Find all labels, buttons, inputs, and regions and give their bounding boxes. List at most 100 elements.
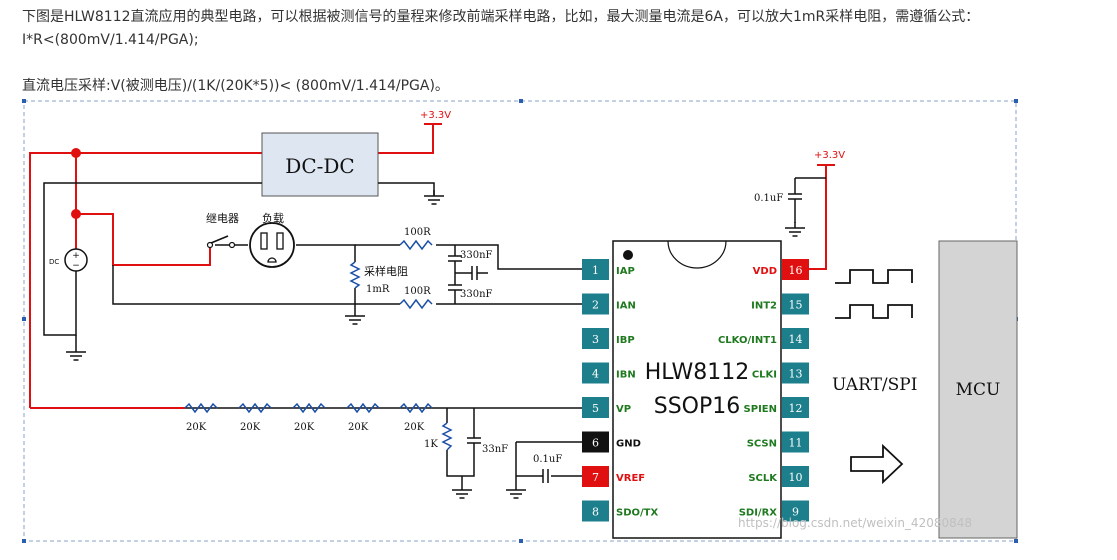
dc-source: + − DC <box>49 248 88 272</box>
shunt-resistor: 采样电阻 1mR <box>349 261 408 295</box>
pin-name: VDD <box>753 266 777 277</box>
pin-box <box>582 259 609 280</box>
source-plus: + <box>72 251 80 261</box>
pin-box <box>782 431 809 453</box>
resistor-ian: 100R <box>399 286 433 309</box>
divider-resistor-value: 20K <box>404 422 425 433</box>
ground-symbol <box>505 483 527 499</box>
pin-name: GND <box>616 439 641 450</box>
dcdc-label: DC-DC <box>285 154 354 178</box>
dcdc-module: DC-DC <box>261 132 379 197</box>
divider-resistor-value: 20K <box>294 422 315 433</box>
capacitor-iap: 330nF <box>448 250 493 285</box>
resistor-ian-value: 100R <box>404 286 431 297</box>
pin-box <box>582 293 609 315</box>
pin-box <box>582 397 609 418</box>
supply-arrow-top: +3.3V <box>420 110 451 125</box>
pin-name: VP <box>616 404 631 415</box>
shunt-value: 1mR <box>366 284 390 295</box>
load-socket: 负载 <box>249 211 295 268</box>
capacitor-vdd: 0.1uF <box>754 193 802 212</box>
voltage-formula-line: 直流电压采样:V(被测电压)/(1K/(20K*5))< (800mV/1.41… <box>22 78 449 94</box>
pin-number: 15 <box>789 299 803 312</box>
pin-number: 14 <box>789 333 803 346</box>
hlw8112-chip: HLW8112 SSOP16 <box>612 240 782 539</box>
ground-symbol <box>65 345 87 361</box>
pin-number: 12 <box>789 402 803 415</box>
supply-label-vdd: +3.3V <box>814 150 845 161</box>
pin-box <box>582 431 609 453</box>
power-wiring <box>29 124 827 409</box>
supply-arrow-vdd: +3.3V <box>814 150 845 166</box>
pin-number: 10 <box>789 471 803 484</box>
pin-box <box>782 466 809 487</box>
resistor-1k: 1K <box>424 422 453 451</box>
pin-name: IBP <box>616 335 635 346</box>
mcu-block: MCU <box>938 240 1018 539</box>
ground-symbol <box>344 309 366 325</box>
capacitor-iap-value: 330nF <box>460 250 493 261</box>
pin-box <box>782 328 809 349</box>
capacitor-vref: 0.1uF <box>533 454 562 483</box>
ground-symbol <box>423 189 445 205</box>
ground-symbol <box>784 221 806 237</box>
supply-label-top: +3.3V <box>420 110 451 121</box>
pin-name: CLKO/INT1 <box>718 335 777 346</box>
pin-name: INT2 <box>751 301 777 312</box>
intro-text-line-1: 下图是HLW8112直流应用的典型电路，可以根据被测信号的量程来修改前端采样电路… <box>22 9 980 25</box>
waveform-icon <box>835 269 913 319</box>
pin-number: 16 <box>789 264 803 277</box>
capacitor-33nf-value: 33nF <box>482 444 508 455</box>
chip-pins-right: 16VDD15INT214CLKO/INT113CLKI12SPIEN11SCS… <box>718 259 809 522</box>
pin-name: SCSN <box>747 439 777 450</box>
relay-label: 继电器 <box>206 212 239 225</box>
pin-number: 1 <box>592 264 599 277</box>
intro-formula-line: I*R<(800mV/1.414/PGA); <box>22 32 199 48</box>
pin-number: 4 <box>592 368 599 381</box>
pin-name: SDI/RX <box>739 508 778 519</box>
source-minus: − <box>72 261 80 271</box>
pin-name: SCLK <box>748 473 778 484</box>
pin-name: IAN <box>616 301 636 312</box>
pin-number: 9 <box>792 506 799 519</box>
junction-dot <box>71 209 81 219</box>
capacitor-vref-value: 0.1uF <box>533 454 562 465</box>
chip-package: SSOP16 <box>654 394 741 419</box>
pin-name: SPIEN <box>744 404 777 415</box>
pin-box <box>782 259 809 280</box>
pin-number: 6 <box>592 437 599 450</box>
relay-switch: 继电器 <box>206 212 239 249</box>
pin-name: VREF <box>616 473 645 484</box>
pin-box <box>582 328 609 349</box>
chip-name: HLW8112 <box>645 360 750 385</box>
capacitor-vdd-value: 0.1uF <box>754 193 783 204</box>
shunt-label: 采样电阻 <box>364 264 408 278</box>
voltage-divider: 20K 20K 20K 20K 20K <box>184 403 433 433</box>
ground-wiring <box>43 177 826 484</box>
pin-number: 5 <box>592 402 599 415</box>
pin-name: IBN <box>616 370 636 381</box>
pin-name: CLKI <box>752 370 777 381</box>
ground-symbol <box>451 483 473 499</box>
pin-box <box>582 362 609 384</box>
capacitor-33nf: 33nF <box>467 437 508 455</box>
capacitor-differential <box>471 266 488 280</box>
right-arrow-icon <box>850 443 904 485</box>
pin-box <box>582 500 609 522</box>
pin-box <box>782 362 809 384</box>
pin-name: IAP <box>616 266 635 277</box>
capacitor-ian: 330nF <box>448 284 493 300</box>
divider-resistor-value: 20K <box>348 422 369 433</box>
resistor-iap: 100R <box>399 227 433 250</box>
pin-number: 8 <box>592 506 599 519</box>
watermark: https://blog.csdn.net/weixin_42080848 <box>738 516 972 530</box>
pin-number: 13 <box>789 368 803 381</box>
pin-number: 2 <box>592 299 599 312</box>
resistor-iap-value: 100R <box>404 227 431 238</box>
pin-number: 3 <box>592 333 599 346</box>
divider-resistor-value: 20K <box>186 422 207 433</box>
pin-number: 7 <box>592 471 599 484</box>
resistor-1k-value: 1K <box>424 439 438 450</box>
